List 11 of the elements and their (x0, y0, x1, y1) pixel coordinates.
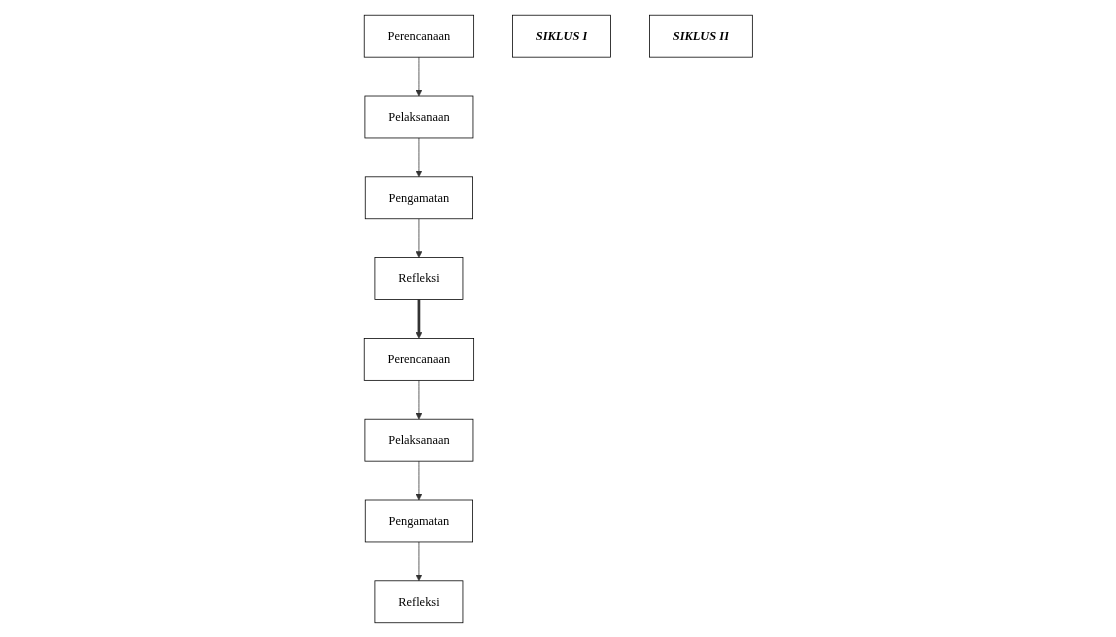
arrow (415, 299, 423, 339)
node-box: Pengamatan (364, 175, 473, 219)
node-box: Refleksi (374, 256, 464, 300)
node-box: Pengamatan (364, 499, 473, 542)
node-box: SIKLUS I (511, 14, 611, 58)
node-box: Pelaksanaan (364, 418, 474, 462)
node-box: SIKLUS II (648, 14, 753, 58)
node-box: Refleksi (374, 579, 464, 623)
node-box: Pelaksanaan (364, 95, 474, 138)
node-box: Perencanaan (363, 14, 474, 58)
node-box: Perencanaan (363, 337, 474, 381)
